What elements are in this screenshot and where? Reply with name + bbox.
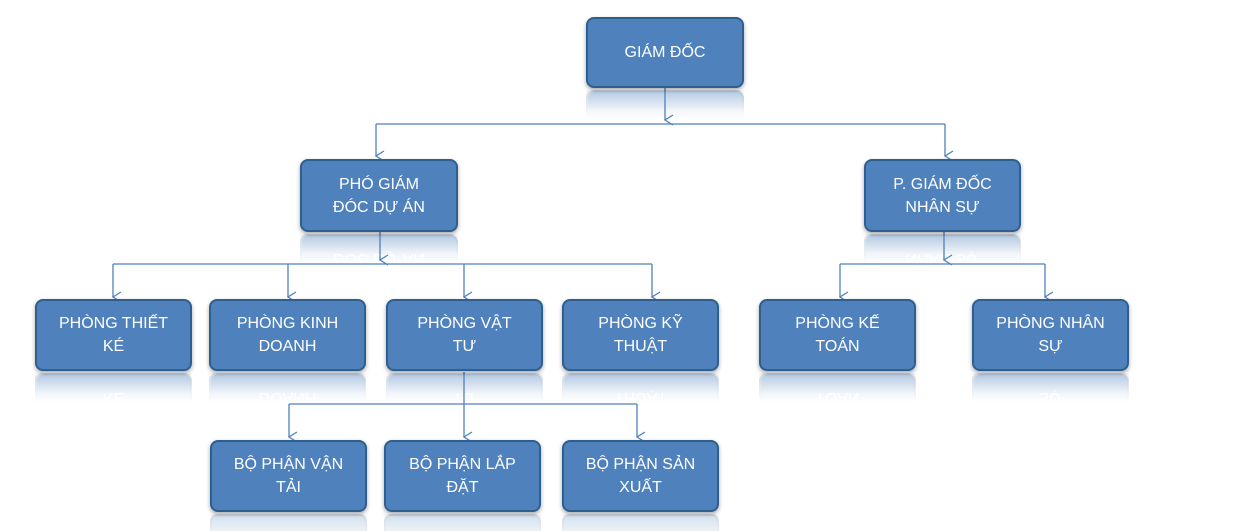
node-bo-phan-lap-dat: BỘ PHẬN LẮP ĐẶT [384,440,541,512]
node-phong-thiet-ke: PHÒNG THIẾT KÉ [35,299,192,371]
node-phong-vat-tu: PHÒNG VẬT TƯ [386,299,543,371]
node-label: BỘ PHẬN SẢN XUẤT [585,456,696,496]
node-label: PHÒNG KỸ THUẬT [598,315,683,355]
node-label: P. GIÁM ĐỐC NHÂN SỰ [893,175,992,216]
node-phong-ky-thuat: PHÒNG KỸ THUẬT [562,299,719,371]
node-phong-kinh-doanh: PHÒNG KINH DOANH [209,299,366,371]
node-p-giam-doc-nhan-su: P. GIÁM ĐỐC NHÂN SỰ [864,159,1021,232]
node-label: PHÓ GIÁM ĐÓC DỰ ÁN [333,175,425,216]
node-phong-ke-toan: PHÒNG KẾ TOÁN [759,299,916,371]
node-bo-phan-van-tai: BỘ PHẬN VẬN TẢI [210,440,367,512]
node-label: PHÒNG KINH DOANH [236,315,339,355]
node-label: PHÒNG VẬT TƯ [417,315,512,355]
node-label: PHÒNG NHÂN SỰ [996,315,1105,355]
node-label: PHÒNG KẾ TOÁN [795,315,880,355]
node-giam-doc: GIÁM ĐỐC [586,17,744,88]
node-label: PHÒNG THIẾT KÉ [58,315,169,355]
node-pho-giam-doc-du-an: PHÓ GIÁM ĐÓC DỰ ÁN [300,159,458,232]
node-label: BỘ PHẬN VẬN TẢI [233,456,344,496]
node-label: GIÁM ĐỐC [624,44,706,61]
node-phong-nhan-su: PHÒNG NHÂN SỰ [972,299,1129,371]
node-bo-phan-san-xuat: BỘ PHẬN SẢN XUẤT [562,440,719,512]
node-label: BỘ PHẬN LẮP ĐẶT [409,456,516,496]
